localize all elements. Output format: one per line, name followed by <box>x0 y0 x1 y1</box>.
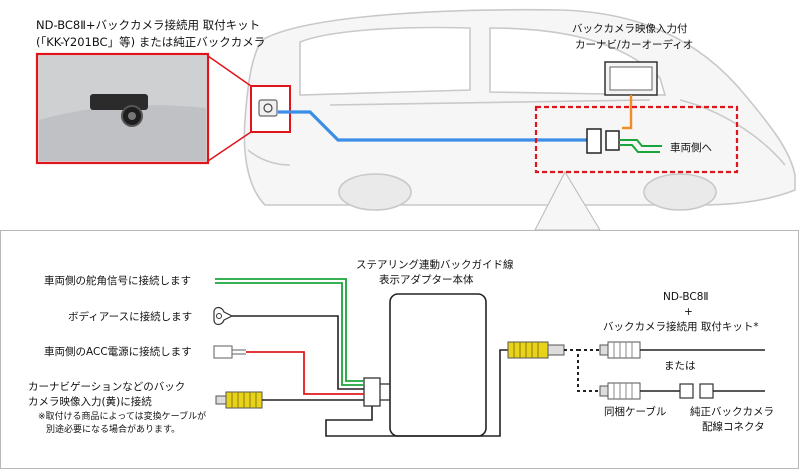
harness-connector <box>363 377 381 407</box>
bundled-cable-label: 同梱ケーブル <box>604 406 667 418</box>
oem-connector-b <box>699 383 714 399</box>
camera-kit-plug <box>599 341 641 359</box>
rca-plug-right <box>507 341 565 359</box>
acc-label: 車両側のACC電源に接続します <box>44 346 192 358</box>
camera-kit-line3: バックカメラ接続用 取付キット* <box>603 321 759 333</box>
video-cable <box>278 110 590 142</box>
adapter-label-line1: ステアリング連動バックガイド線 <box>356 259 514 271</box>
steering-label: 車両側の舵角信号に接続します <box>44 275 191 287</box>
note-line2: 別途必要になる場合があります。 <box>46 425 181 435</box>
monitor-cable <box>622 95 633 130</box>
bundled-connector-a <box>679 383 694 399</box>
video-label-line1: カーナビゲーションなどのバック <box>28 381 186 393</box>
oem-label-line1: 純正バックカメラ <box>690 406 774 418</box>
camera-input-wire <box>325 349 508 437</box>
acc-connector-icon <box>213 345 246 359</box>
bundled-cable-plug <box>599 382 641 400</box>
adapter-location-highlight <box>534 105 739 174</box>
callout-line-top <box>207 55 252 87</box>
kit-title-line1: ND-BC8Ⅱ+バックカメラ接続用 取付キット <box>36 18 261 32</box>
acc-wire <box>246 351 364 395</box>
adapter-box-icon <box>586 128 602 154</box>
body-earth-label: ボディアースに接続します <box>68 311 193 323</box>
navigation-monitor <box>604 61 658 96</box>
camera-photo-inset <box>35 52 210 165</box>
adapter-body <box>389 293 487 437</box>
branch-dashed-line <box>564 349 600 392</box>
rca-plug-left <box>215 391 263 409</box>
vehicle-side-label: 車両側へ <box>670 142 712 154</box>
note-line1: ※取付ける商品によっては変換ケーブルが <box>38 412 207 422</box>
camera-kit-line1: ND-BC8Ⅱ <box>663 291 709 303</box>
oem-label-line2: 配線コネクタ <box>702 421 765 433</box>
monitor-label-line1: バックカメラ映像入力付 <box>572 23 688 35</box>
monitor-label-line2: カーナビ/カーオーディオ <box>575 39 694 51</box>
or-label: または <box>664 360 696 372</box>
adapter-label-line2: 表示アダプター本体 <box>379 274 474 286</box>
earth-terminal-icon <box>213 306 234 326</box>
rear-camera-icon <box>258 99 278 117</box>
kit-title-line2: (「KK-Y201BC」等) または純正バックカメラ <box>36 35 266 49</box>
minivan-illustration <box>243 8 796 211</box>
video-label-line2: カメラ映像入力(黄)に接続 <box>28 396 152 408</box>
vehicle-signal-cable <box>619 139 662 147</box>
camera-kit-line2: + <box>684 306 693 318</box>
callout-line-bottom <box>207 131 252 162</box>
steering-wire <box>215 278 364 382</box>
earth-wire <box>232 315 364 390</box>
